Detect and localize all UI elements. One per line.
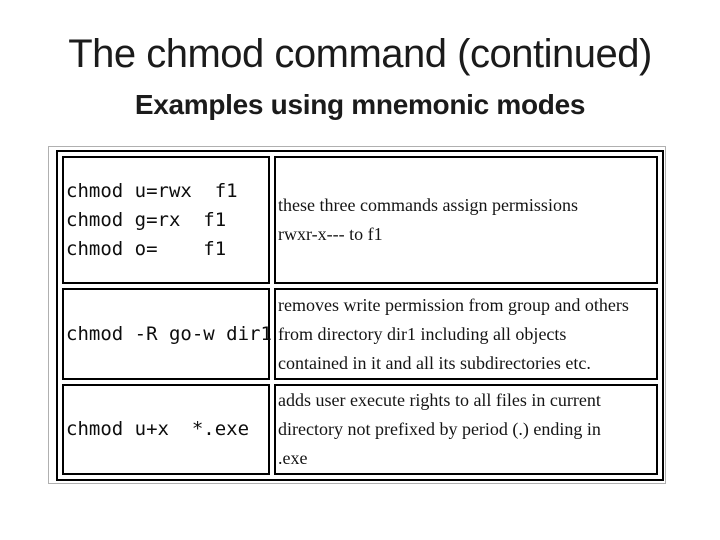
- table-image-frame: chmod u=rwx f1 chmod g=rx f1 chmod o= f1…: [48, 146, 666, 484]
- slide-subtitle: Examples using mnemonic modes: [134, 89, 586, 120]
- command-cell: chmod -R go-w dir1: [62, 288, 272, 380]
- description-cell: removes write permission from group and …: [274, 288, 658, 380]
- description-cell: these three commands assign permissions …: [274, 156, 658, 284]
- table-row: chmod -R go-w dir1 removes write permiss…: [62, 288, 658, 380]
- command-cell: chmod u=rwx f1 chmod g=rx f1 chmod o= f1: [62, 156, 270, 284]
- table-row: chmod u+x *.exe adds user execute rights…: [62, 384, 658, 475]
- description-cell: adds user execute rights to all files in…: [274, 384, 658, 475]
- slide-title: The chmod command (continued): [68, 32, 652, 76]
- command-cell: chmod u+x *.exe: [62, 384, 270, 475]
- chmod-examples-table: chmod u=rwx f1 chmod g=rx f1 chmod o= f1…: [56, 150, 664, 481]
- table-row: chmod u=rwx f1 chmod g=rx f1 chmod o= f1…: [62, 156, 658, 284]
